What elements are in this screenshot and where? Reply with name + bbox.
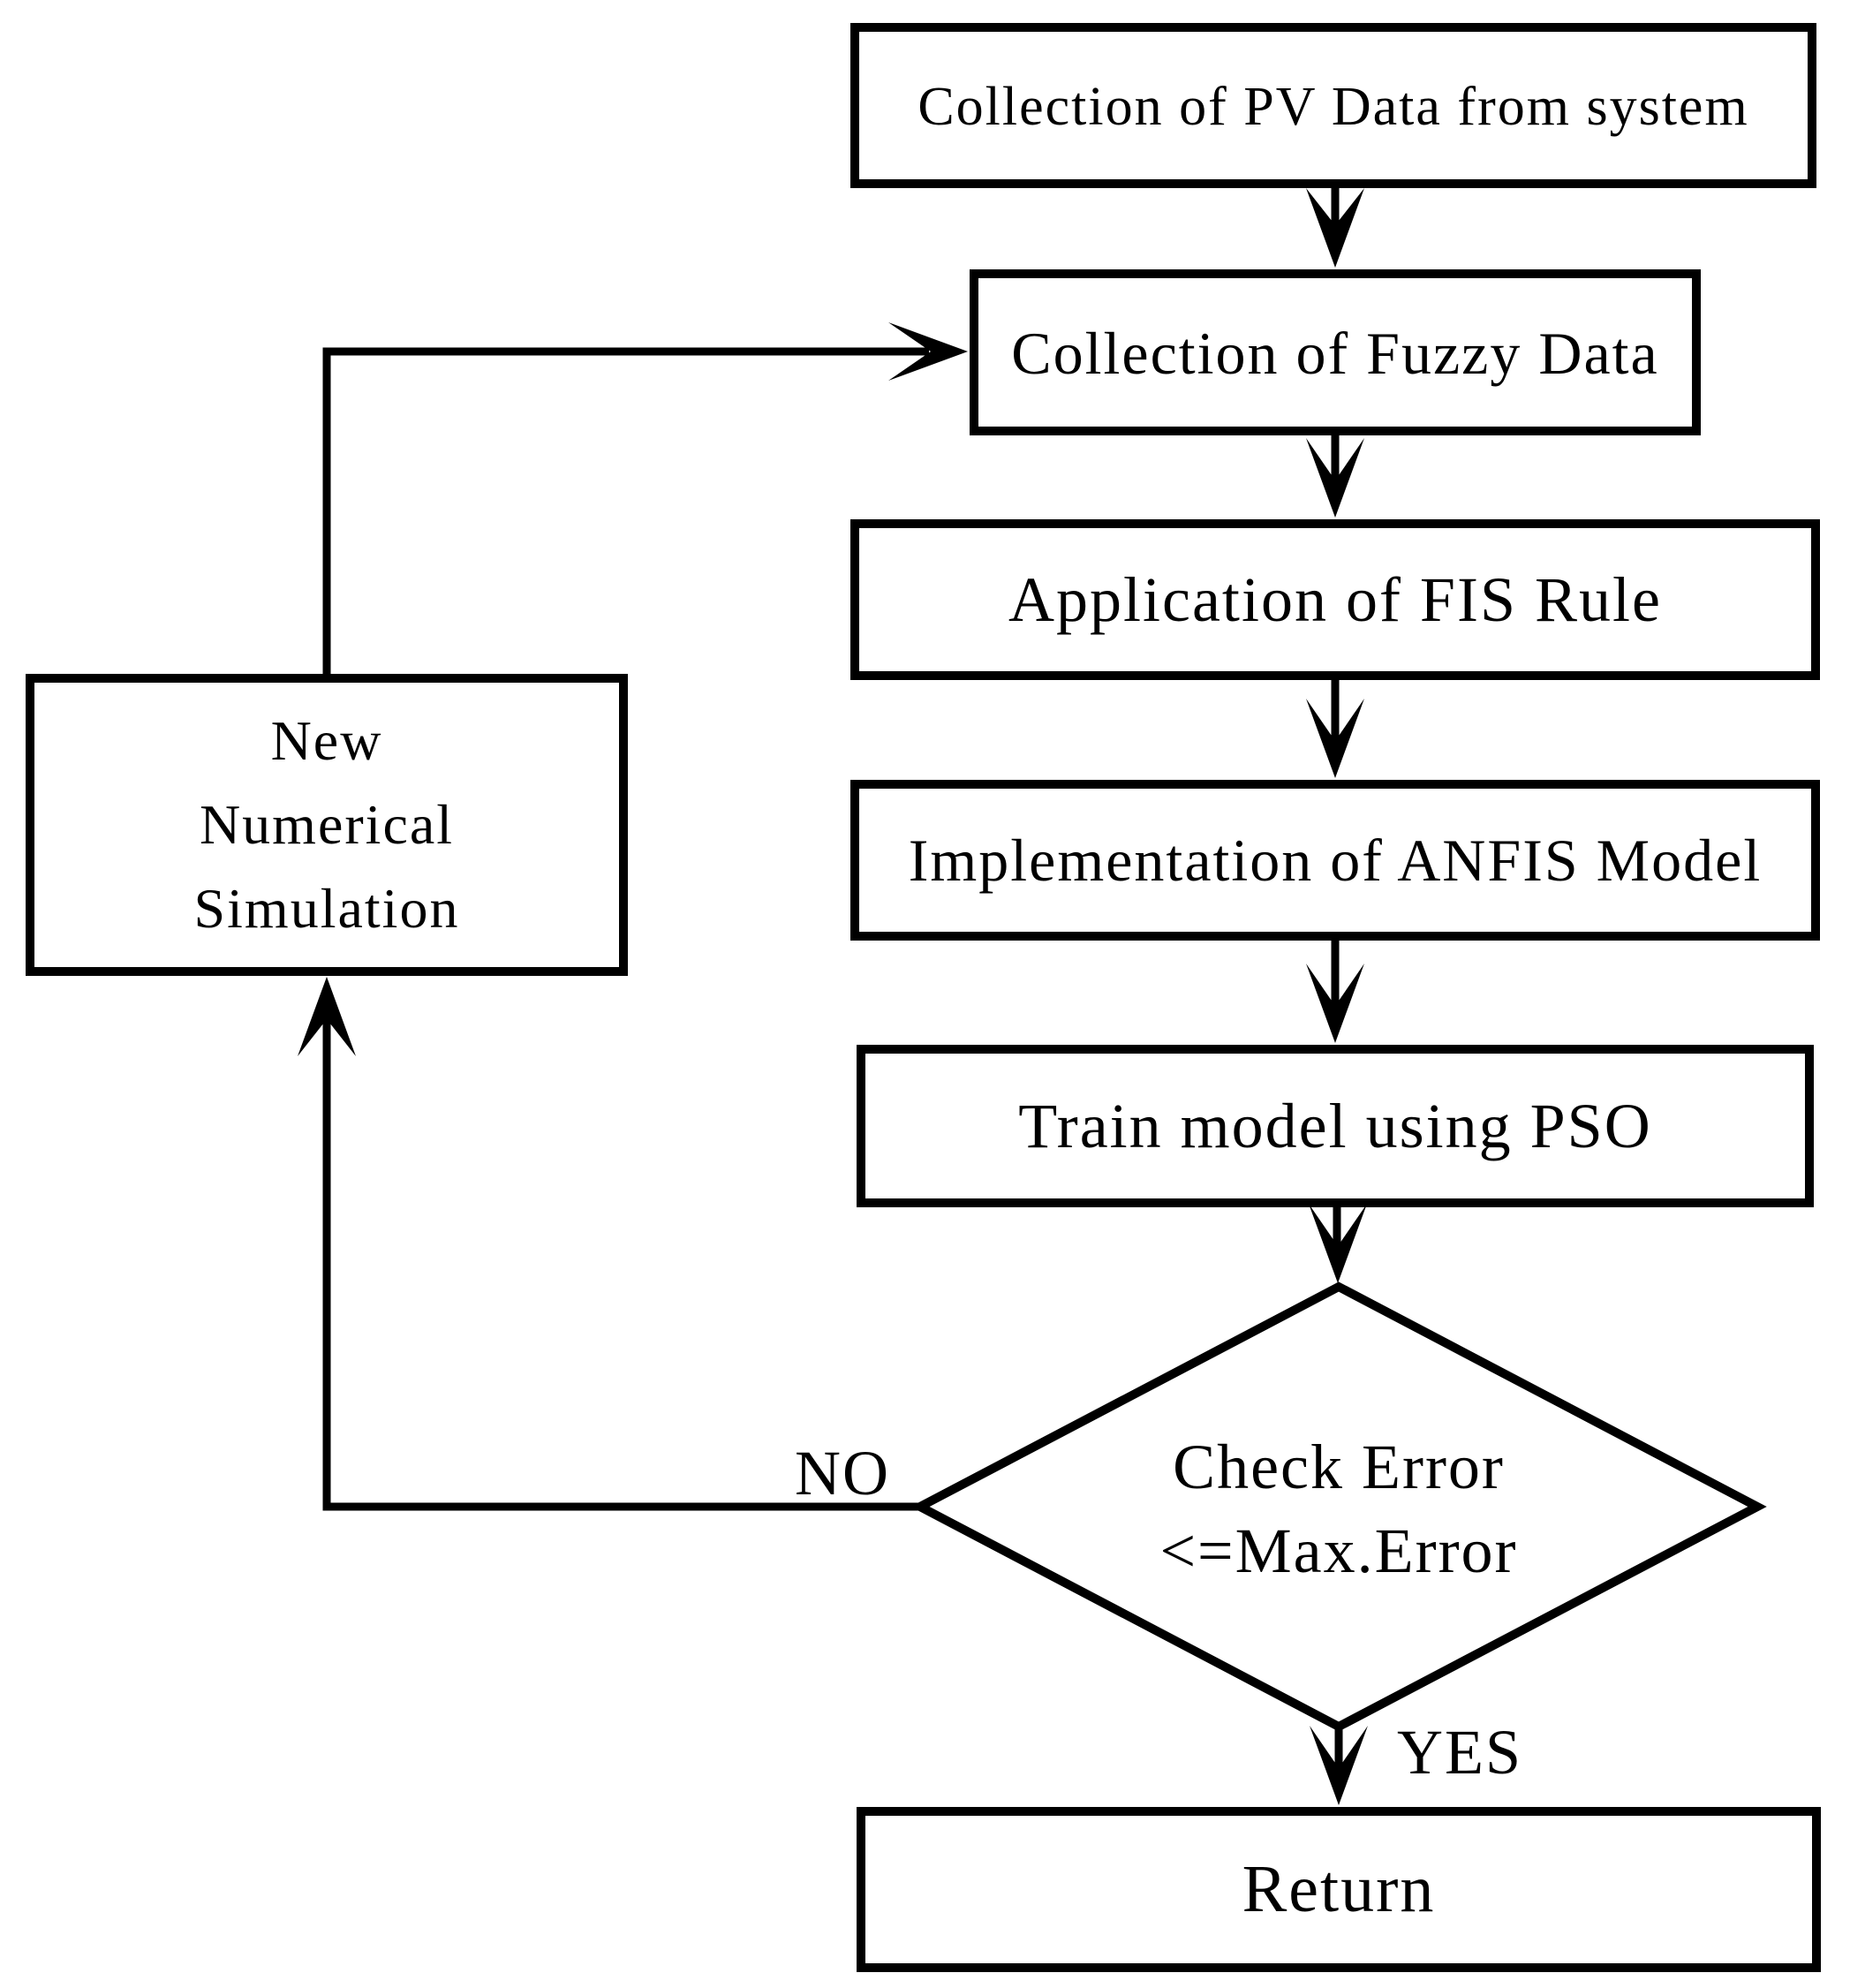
edge-loop-line [322,347,929,677]
node-check-error-line1: Check Error [1173,1432,1505,1502]
node-implementation-anfis-model-label: Implementation of ANFIS Model [909,827,1762,894]
node-check-error-line2: <=Max.Error [1159,1516,1517,1586]
arrowhead-down-icon [1306,438,1364,518]
node-collection-fuzzy-data [970,269,1701,435]
arrow-fis-to-anfis [1306,677,1364,778]
arrow-anfis-to-pso [1306,938,1364,1043]
node-collection-pv-data [850,23,1816,188]
arrowhead-up-icon [298,977,356,1056]
node-implementation-anfis-model [850,780,1820,941]
edge-no-line [322,1016,920,1511]
edge-loop-path [322,322,968,677]
node-collection-pv-data-label: Collection of PV Data from system [917,77,1748,137]
node-collection-fuzzy-data-label: Collection of Fuzzy Data [1011,320,1658,387]
node-return-label: Return [1242,1852,1436,1926]
arrowhead-right-icon [888,322,968,381]
node-train-model-pso-label: Train model using PSO [1018,1091,1651,1161]
node-train-model-pso [857,1045,1814,1207]
arrow-pso-to-decision [1309,1204,1367,1283]
node-application-fis-rule [850,519,1820,680]
arrowhead-down-icon [1306,188,1364,268]
node-new-numerical-simulation [26,674,628,976]
node-new-numerical-simulation-line1: New [271,709,383,772]
edge-label-no: NO [795,1438,890,1508]
node-application-fis-rule-label: Application of FIS Rule [1008,564,1662,635]
arrowhead-down-icon [1306,964,1364,1043]
node-new-numerical-simulation-line2: Numerical [200,793,454,856]
arrow-decision-to-return [1310,1726,1368,1805]
arrowhead-down-icon [1309,1204,1367,1283]
node-return [857,1807,1821,1972]
arrowhead-down-icon [1306,699,1364,778]
arrowhead-down-icon [1310,1726,1368,1805]
edge-no-path [298,977,920,1511]
arrow-fuzzy-to-fis [1306,433,1364,518]
edge-label-yes: YES [1397,1717,1522,1788]
arrow-pv-to-fuzzy [1306,185,1364,268]
node-new-numerical-simulation-line3: Simulation [194,877,460,940]
node-check-error-decision [910,1281,1767,1732]
